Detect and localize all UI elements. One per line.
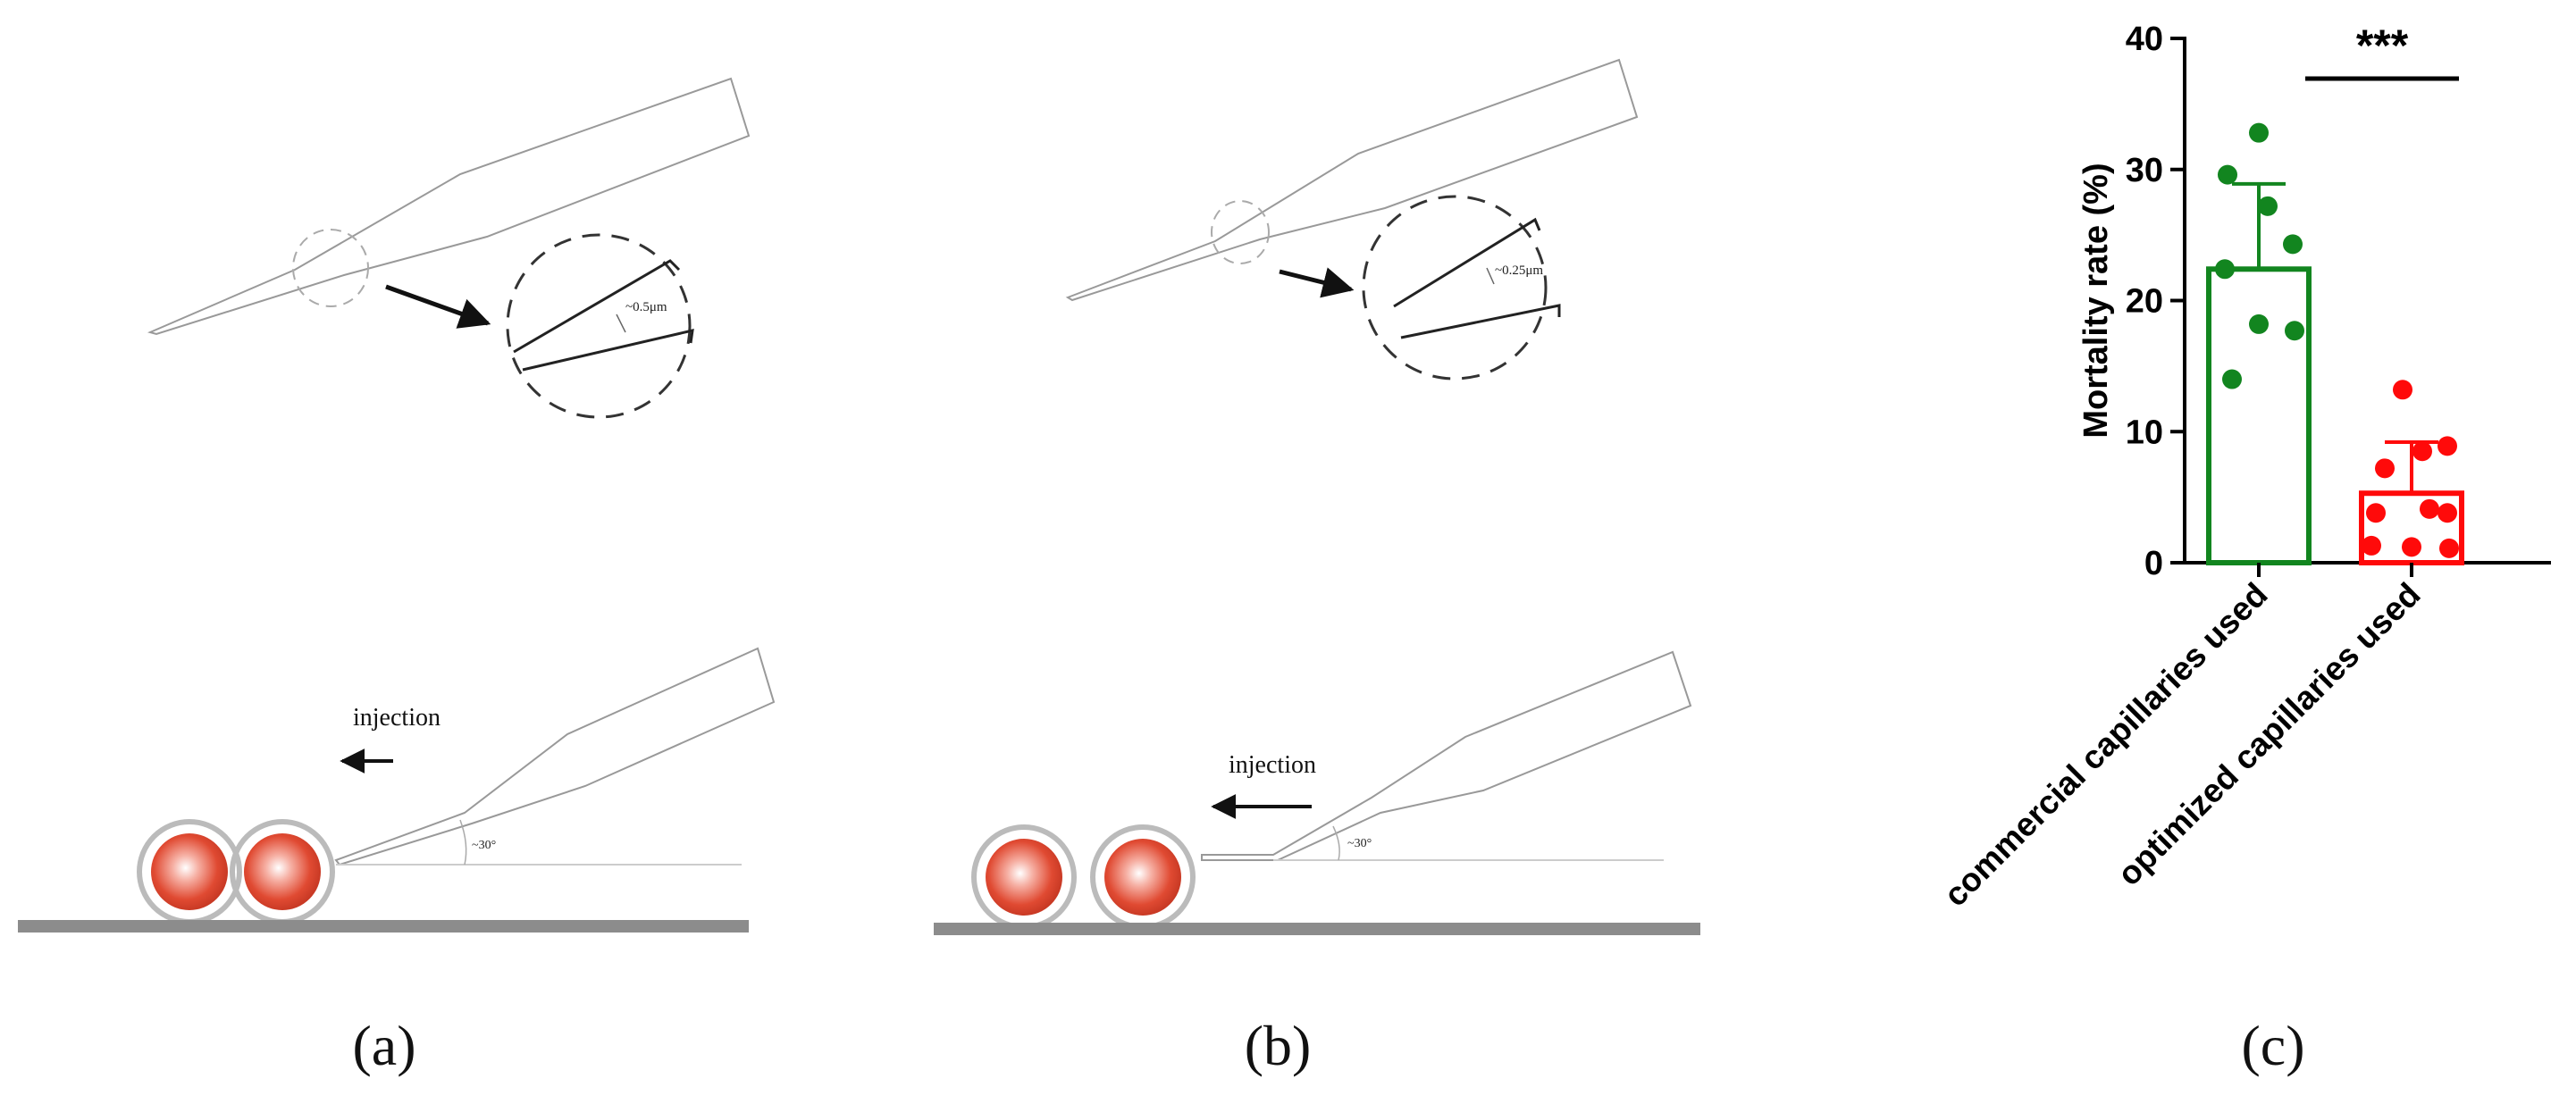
zoom-arrow-a: [385, 284, 491, 329]
stage-a: [18, 920, 749, 933]
data-point: [2366, 503, 2386, 523]
panel-a: ~0.5μm ~30° injection (a): [18, 77, 776, 1077]
tip-zoom-a: [513, 259, 694, 372]
y-tick-label: 10: [2126, 414, 2163, 451]
zoom-arrow-b: [1279, 267, 1355, 298]
y-tick-label: 0: [2144, 545, 2163, 582]
injection-label-b: injection: [1229, 751, 1316, 779]
injection-capillary-a: [334, 647, 776, 866]
egg-b2: [1090, 824, 1196, 930]
data-point: [2439, 538, 2459, 558]
data-point: [2402, 537, 2421, 557]
tip-focus-circle-b: [1211, 200, 1270, 264]
bar-1: [2206, 266, 2312, 565]
y-axis-label: Mortality rate (%): [2077, 163, 2115, 438]
data-point: [2215, 259, 2235, 280]
angle-arc-a: [459, 819, 467, 866]
angle-arc-b: [1332, 825, 1340, 861]
egg-b1: [971, 824, 1077, 930]
tip-annotation-a: ~0.5μm: [625, 300, 667, 314]
angle-label-a: ~30°: [472, 839, 496, 852]
category-label-2: optimized capillaries used: [2110, 576, 2428, 893]
data-point: [2285, 321, 2304, 341]
data-point: [2375, 458, 2395, 479]
data-point: [2283, 234, 2303, 255]
tip-focus-circle-a: [292, 229, 369, 307]
injection-capillary-b: [1201, 650, 1692, 861]
panel-label-b: (b): [1245, 1014, 1312, 1077]
capillary-b: [1065, 58, 1639, 302]
data-point: [2218, 164, 2237, 185]
zoom-circle-a: [506, 233, 692, 419]
tip-annotation-b: ~0.25μm: [1495, 263, 1543, 278]
egg-a2: [230, 819, 335, 924]
panel-b: ~0.25μm ~30° injection (b): [934, 58, 1700, 1077]
angle-label-b: ~30°: [1347, 837, 1372, 850]
data-point: [2420, 498, 2439, 519]
y-tick-label: 20: [2126, 283, 2163, 321]
panel-label-c: (c): [2241, 1014, 2304, 1077]
tip-zoom-b: [1393, 217, 1561, 339]
data-point: [2412, 441, 2432, 462]
stage-b: [934, 923, 1700, 935]
data-point: [2249, 314, 2269, 334]
data-point: [2258, 196, 2278, 216]
injection-label-a: injection: [353, 704, 441, 732]
data-point: [2249, 122, 2269, 143]
data-point: [2222, 369, 2242, 389]
data-point: [2438, 436, 2457, 456]
panel-label-a: (a): [352, 1014, 415, 1077]
y-tick-label: 40: [2126, 21, 2163, 58]
zoom-circle-b: [1362, 195, 1548, 381]
y-tick-label: 30: [2126, 152, 2163, 189]
capillary-a: [147, 77, 751, 336]
data-point: [2362, 535, 2381, 556]
data-point: [2438, 503, 2457, 523]
egg-a1: [137, 819, 242, 924]
data-point: [2393, 380, 2412, 400]
category-label-1: commercial capillaries used: [1937, 576, 2275, 914]
significance-stars: ***: [2356, 21, 2409, 71]
panel-c-chart: Mortality rate (%) *** 0 10 20 30 40 commerci…: [1937, 21, 2551, 914]
